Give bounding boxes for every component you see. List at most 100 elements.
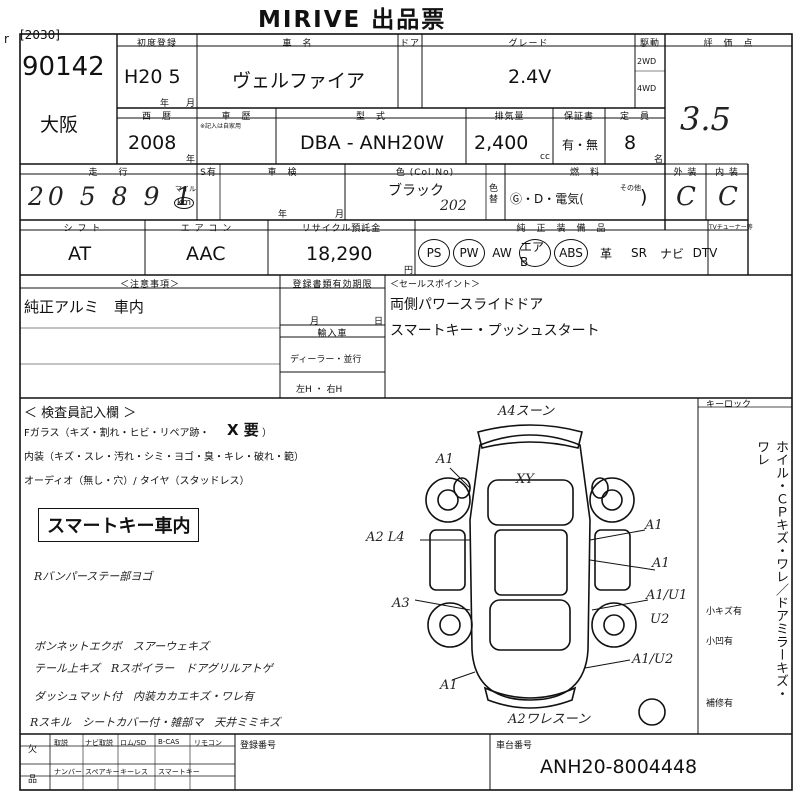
bottom-label-item: 品 <box>28 775 38 785</box>
frame-number-label: 車台番号 <box>496 741 533 751</box>
year-unit: 年 <box>186 155 196 165</box>
fuel-other: その他 <box>620 184 641 192</box>
label-grade: グレード <box>508 39 549 49</box>
first-reg-year-unit: 年 <box>160 99 170 109</box>
equipment-pw: PW <box>453 239 485 267</box>
capacity-unit: 名 <box>654 155 664 165</box>
mark-a2-l4: A2 L4 <box>366 530 405 545</box>
displacement-value: 2,400 <box>474 132 529 154</box>
side-vertical-text: ホイル・ＣＰキズ・ワレ／ドアミラーキズ・ワレ <box>754 440 788 700</box>
bottom-label-keyless: キーレス <box>120 768 148 776</box>
drive-2wd: 2WD <box>637 57 657 66</box>
fuel-value: Ⓖ・D・電気( <box>510 192 584 206</box>
mark-a1u2-rear-right: A1/U2 <box>632 652 674 667</box>
location: 大阪 <box>40 114 79 136</box>
steering-label: 左H ・ 右H <box>296 385 343 395</box>
mark-a1-right-front: A1 <box>645 518 663 533</box>
shift-value: AT <box>68 243 92 265</box>
color-code: 202 <box>440 198 467 214</box>
color-value: ブラック <box>388 183 444 199</box>
capacity-value: 8 <box>624 132 637 154</box>
label-door: ドア <box>399 39 420 49</box>
bottom-label-missing: 欠 <box>28 745 38 755</box>
warranty-value: 有・無 <box>562 138 599 152</box>
recycle-unit: 円 <box>404 266 414 276</box>
reg-month: 月 <box>310 317 320 327</box>
first-reg-value: H20 5 <box>124 66 181 88</box>
equipment-abs: ABS <box>554 239 588 267</box>
label-tv-tuner: TVチューナー等 <box>709 224 753 231</box>
label-displacement: 排気量 <box>494 112 525 122</box>
hand-note-5: Rスキル シートカバー付・雑部マ 天井ミミキズ <box>30 716 281 729</box>
label-color: 色 (Col.No) <box>395 168 455 178</box>
label-exterior: 外 装 <box>673 168 698 178</box>
fglass-line: Fガラス（キズ・割れ・ヒビ・リペア跡・ <box>24 428 210 439</box>
label-recycle: リサイクル預託金 <box>301 224 382 234</box>
mileage-unit-miles: マイル <box>175 185 196 193</box>
caution-label: ＜注意事項＞ <box>119 280 180 290</box>
recycle-value: 18,290 <box>306 243 373 265</box>
label-interior: 内 装 <box>715 168 739 178</box>
bottom-label-spare-key: スペアキー <box>85 768 120 776</box>
mileage-unit-km: km <box>174 197 194 209</box>
equipment-ps: PS <box>418 239 450 267</box>
label-equipment: 純 正 装 備 品 <box>516 224 607 234</box>
label-mileage: 走 行 <box>88 168 129 178</box>
audio-line: オーディオ（無し・穴）/ タイヤ（スタッドレス） <box>24 476 250 487</box>
label-drive: 駆動 <box>639 39 660 49</box>
interior-value: C <box>718 182 738 212</box>
interior-line: 内装（キズ・スレ・汚れ・シミ・ヨゴ・臭・キレ・破れ・範） <box>24 452 304 463</box>
hand-note-1: Rバンパーステー部ヨゴ <box>34 570 153 583</box>
fuel-close: ) <box>640 186 648 208</box>
aircon-value: AAC <box>186 243 226 265</box>
first-reg-month-unit: 月 <box>186 99 196 109</box>
caution-text: 純正アルミ 車内 <box>24 298 144 316</box>
drive-4wd: 4WD <box>637 84 657 93</box>
shaken-year-unit: 年 <box>278 210 288 220</box>
color-change-label: 色替 <box>489 184 499 205</box>
label-score: 評 価 点 <box>703 39 754 49</box>
hand-note-3: テール上キズ Rスポイラー ドアグリルアトゲ <box>34 662 273 675</box>
mark-a2-rear: A2ワレスーン <box>508 712 591 727</box>
mark-a4-front: A4スーン <box>498 404 555 419</box>
mark-xy-hood: XY <box>516 472 534 487</box>
brand-title: MIRIVE 出品票 <box>258 7 447 33</box>
label-s: S有 <box>200 168 217 178</box>
bottom-label-remote: リモコン <box>194 739 222 747</box>
bottom-label-navi-manual: ナビ取説 <box>85 739 113 747</box>
model-value: DBA - ANH20W <box>300 132 445 154</box>
fglass-mark: X 要 <box>227 421 259 439</box>
mark-a1-rear-left: A1 <box>440 678 458 693</box>
side-note-1: 小キズ有 <box>706 607 743 617</box>
registration-label: 登録書類有効期限 <box>292 280 373 290</box>
fglass-close: ） <box>262 428 272 439</box>
mark-a1-right-mid: A1 <box>652 556 670 571</box>
side-note-2: 小凹有 <box>706 637 734 647</box>
score-value: 3.5 <box>680 100 731 138</box>
label-aircon: エ ア コ ン <box>180 224 233 234</box>
lot-number: 90142 <box>22 52 105 82</box>
frame-number-value: ANH20-8004448 <box>540 756 698 778</box>
year-value: 2008 <box>128 132 177 154</box>
equipment-row: PS PW AW エアB ABS 革 SR ナビ DTV <box>418 239 748 269</box>
keylock-label: キーロック <box>706 400 752 410</box>
equipment-aw: AW <box>492 246 512 260</box>
bottom-label-bcas: B-CAS <box>158 738 180 746</box>
equipment-dtv: DTV <box>692 246 718 260</box>
shaken-month-unit: 月 <box>335 210 345 220</box>
label-shaken: 車 検 <box>267 168 298 178</box>
equipment-airbag: エアB <box>519 239 551 269</box>
bottom-label-smart-key: スマートキー <box>158 768 200 776</box>
grade-value: 2.4V <box>508 66 552 88</box>
boxed-note: スマートキー車内 <box>38 508 200 542</box>
reg-number-label: 登録番号 <box>240 741 277 751</box>
label-inspection: 車 歴 <box>221 112 252 122</box>
sales-line-2: スマートキー・プッシュスタート <box>390 323 600 339</box>
mark-a3-left: A3 <box>392 596 410 611</box>
sales-label: ＜セールスポイント＞ <box>390 280 481 290</box>
hand-note-4: ダッシュマット付 内装カカエキズ・ワレ有 <box>34 690 254 703</box>
bottom-label-manual: 取説 <box>54 739 68 747</box>
label-first-reg: 初度登録 <box>136 39 177 49</box>
